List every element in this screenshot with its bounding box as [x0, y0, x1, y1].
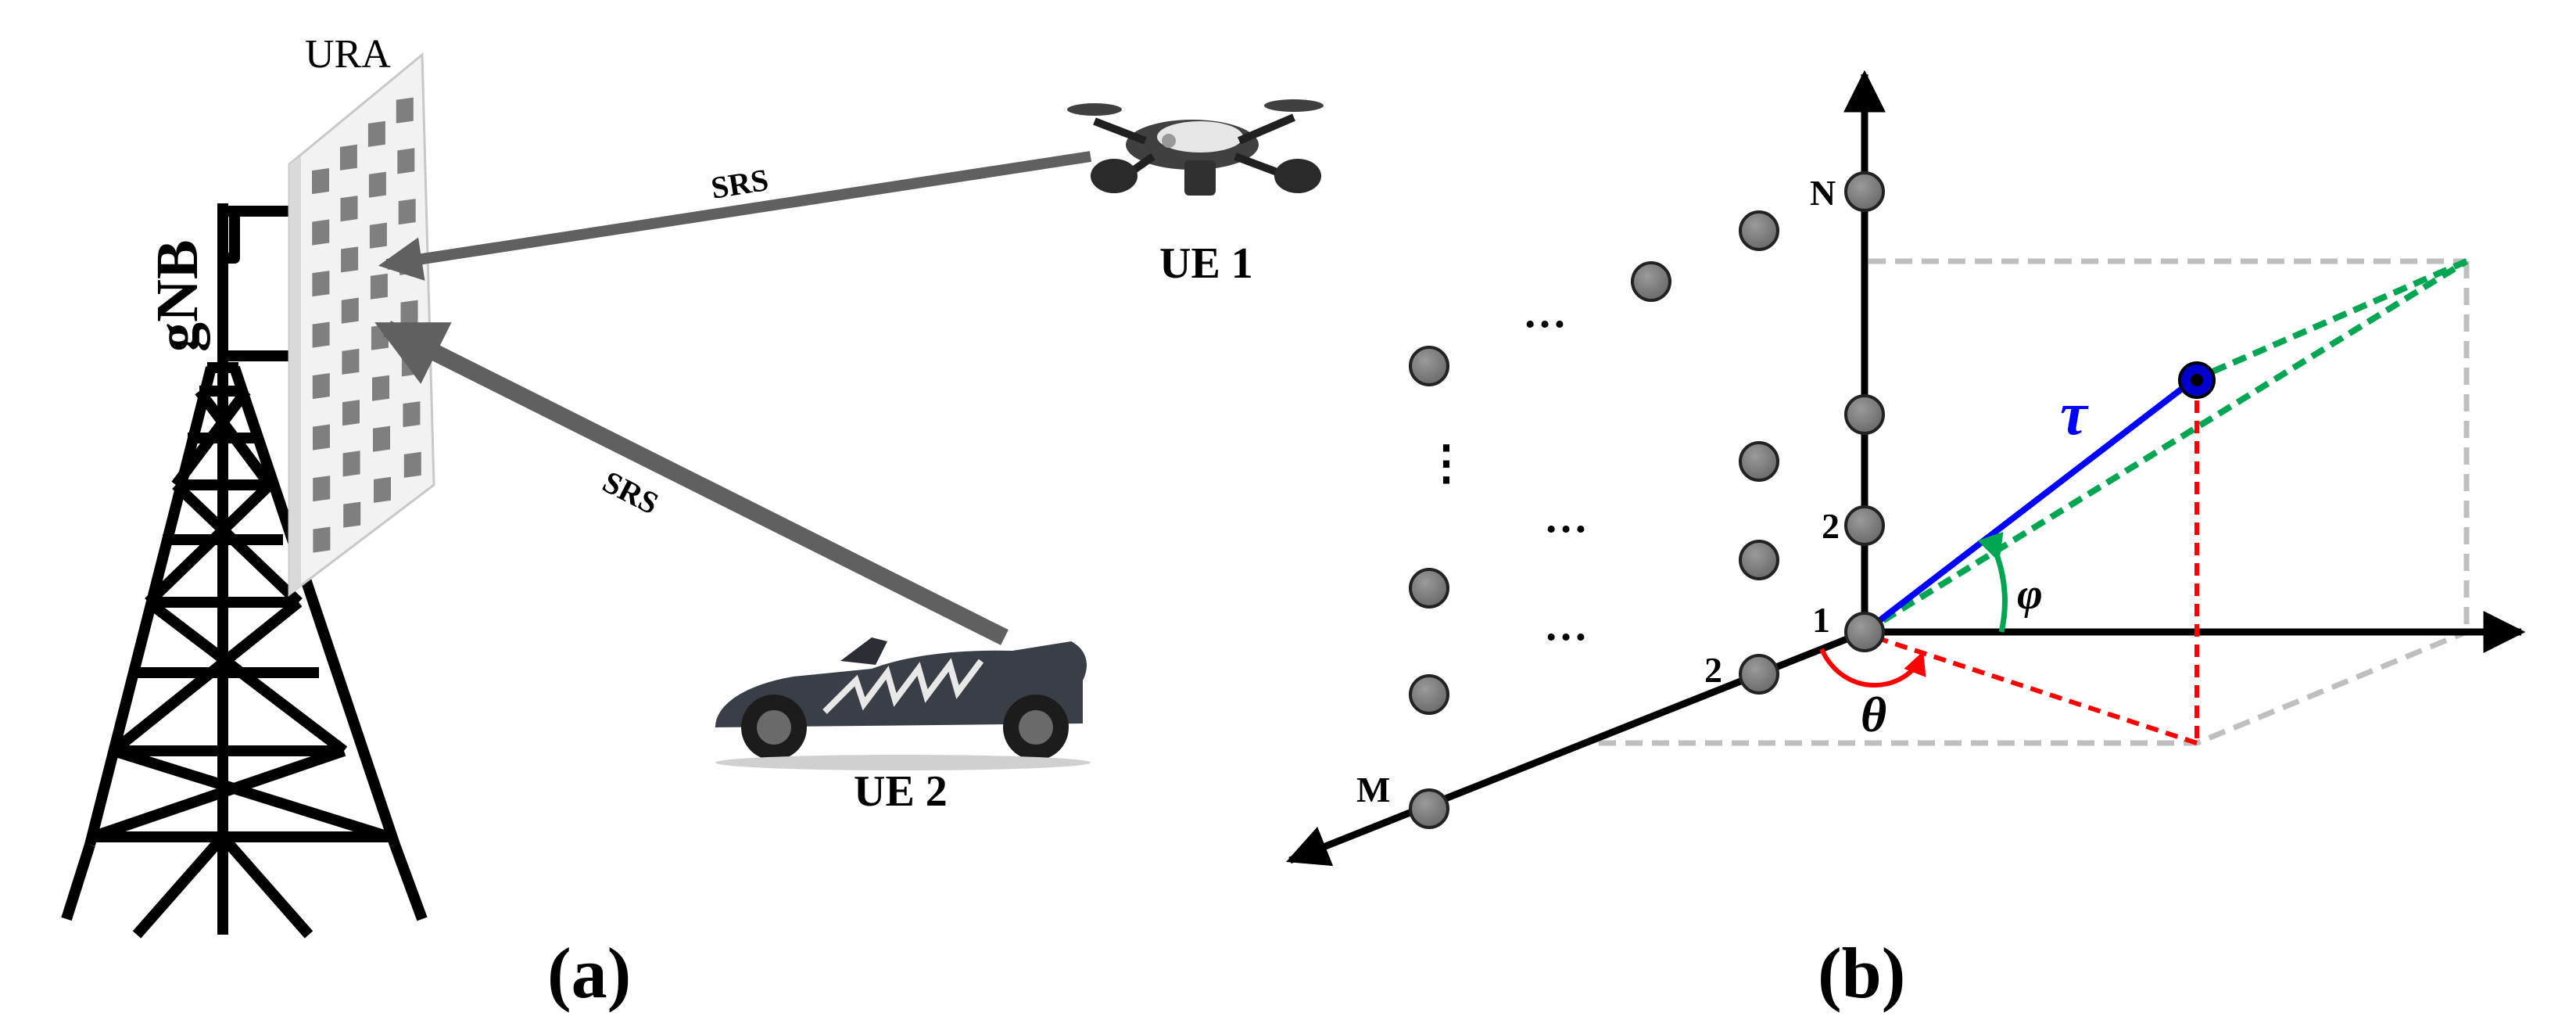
ura-element: [313, 424, 330, 451]
array-element-dot: [1739, 441, 1779, 482]
dots-top: …: [1523, 289, 1567, 337]
array-element-dot: [1844, 505, 1885, 546]
ue2-label: UE 2: [854, 767, 948, 816]
tau-vector: [1862, 380, 2191, 635]
dots-bottom: …: [1544, 601, 1588, 650]
label-m: M: [1356, 770, 1390, 810]
theta-arc: [1819, 648, 1926, 688]
ura-element: [367, 120, 385, 147]
tower-icon: [61, 203, 428, 939]
ura-element: [341, 246, 359, 273]
array-element-dot: [1739, 540, 1779, 580]
ura-panel: [288, 52, 435, 598]
label-x-2: 2: [1704, 650, 1722, 690]
gnb-label: gNB: [145, 239, 210, 352]
ura-element-grid: [312, 97, 421, 553]
ura-element: [313, 476, 331, 502]
array-element-dot: [1739, 654, 1779, 695]
srs-label-1: SRS: [708, 162, 771, 206]
ura-label: URA: [305, 32, 391, 77]
green-projection-line-2: [2191, 258, 2468, 383]
ura-element: [374, 476, 391, 503]
ura-element: [373, 425, 390, 452]
ura-element: [343, 501, 361, 528]
array-element-dot: [1739, 210, 1779, 251]
label-n: N: [1810, 173, 1836, 213]
dots-middle: …: [1544, 494, 1588, 542]
x-axis: [1285, 628, 1866, 867]
target-point-center: [2191, 374, 2203, 386]
srs-label-2: SRS: [597, 464, 665, 521]
ura-element: [403, 451, 421, 478]
array-element-dot: [1409, 568, 1449, 609]
ura-element: [400, 300, 418, 326]
ura-element: [312, 168, 329, 195]
ura-element: [341, 297, 359, 324]
array-element-dot: [1631, 261, 1671, 302]
phi-arc: [1977, 531, 2008, 633]
srs-arrow-ue2: [374, 321, 1009, 645]
ura-element: [342, 348, 360, 375]
car-icon: [715, 637, 1091, 770]
ura-element: [312, 271, 330, 297]
caption-b: (b): [1818, 933, 1905, 1013]
ura-element: [339, 144, 357, 171]
array-element-dot: [1409, 788, 1449, 829]
ura-element: [398, 199, 416, 225]
ura-element: [312, 219, 330, 246]
array-element-dot: [1409, 346, 1449, 386]
ura-element: [312, 373, 330, 400]
array-element-dot: [1409, 674, 1449, 715]
array-element-dot: [1844, 394, 1885, 435]
array-element-dot: [1844, 612, 1885, 652]
ura-element: [313, 526, 331, 553]
array-element-dot: [1844, 171, 1885, 212]
ura-element: [403, 401, 421, 428]
caption-a: (a): [547, 933, 631, 1013]
ura-element: [312, 321, 330, 348]
ura-element: [342, 400, 360, 426]
ue1-label: UE 1: [1159, 239, 1253, 288]
ura-element: [368, 171, 386, 198]
ura-element: [372, 375, 389, 401]
ura-element: [401, 350, 419, 377]
phi-symbol: φ: [2017, 570, 2043, 619]
panel-b: … ⋮ … … N 2 1 2 M τ φ θ (b): [1285, 70, 2526, 1013]
srs-arrow-ue1: [378, 151, 1092, 281]
ura-element: [340, 196, 358, 222]
ura-element: [369, 222, 387, 249]
panel-a: URA gNB SRS SRS UE 1: [61, 32, 1324, 1013]
ura-element: [396, 97, 414, 124]
ura-element: [397, 148, 415, 174]
theta-symbol: θ: [1861, 687, 1886, 742]
ura-element: [342, 451, 360, 477]
dots-vertical: ⋮: [1423, 437, 1470, 489]
red-ground-projection: [1868, 633, 2198, 745]
label-z-2: 2: [1822, 506, 1840, 546]
drone-icon: [1067, 99, 1324, 196]
ura-element: [370, 273, 388, 300]
green-projection-line: [1862, 258, 2469, 635]
label-origin-1: 1: [1812, 600, 1830, 640]
tau-symbol: τ: [2060, 379, 2089, 447]
array-element-dots: [1409, 171, 1885, 829]
